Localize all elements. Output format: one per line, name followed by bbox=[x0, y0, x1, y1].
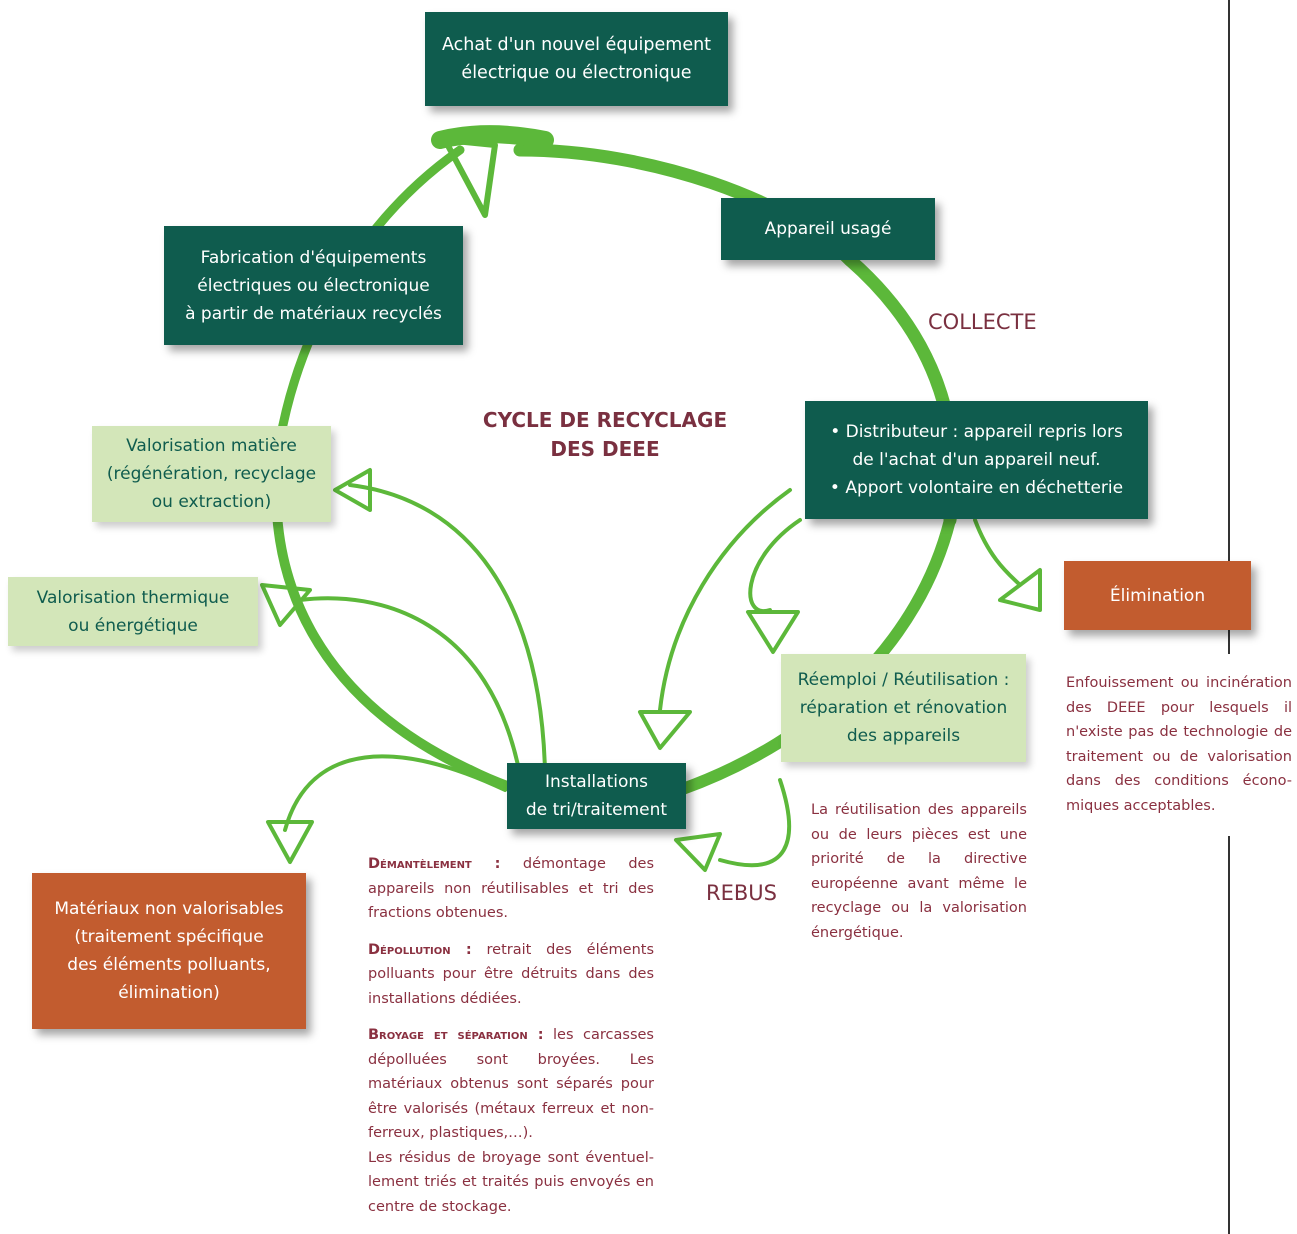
broyage-paragraph: Broyage et séparation : les carcasses dé… bbox=[368, 1027, 654, 1141]
arrowhead-valo-thermique bbox=[260, 583, 312, 627]
arrow-top-brush bbox=[431, 125, 554, 149]
depollution-paragraph: Dépollution : retrait des éléments pollu… bbox=[368, 941, 654, 1007]
demantelement-paragraph: Démantèlement : démontage des appareils … bbox=[368, 856, 654, 921]
arrow-to-elimination bbox=[973, 518, 1022, 587]
box-valorisation-matiere: Valorisation matière(régénération, recyc… bbox=[92, 426, 331, 522]
arrowhead-valo-matiere bbox=[333, 468, 372, 512]
arrow-to-valo-thermique bbox=[298, 596, 522, 777]
arrowhead-elimination bbox=[998, 568, 1042, 612]
right-rule-top bbox=[1228, 0, 1230, 654]
arrowhead-materiaux bbox=[266, 820, 314, 864]
arrow-to-valo-matiere bbox=[348, 483, 547, 772]
right-rule-bottom bbox=[1228, 836, 1230, 1234]
arrowhead-rebus bbox=[674, 832, 722, 872]
box-reemploi: Réemploi / Réutilisation :réparation et … bbox=[781, 654, 1026, 762]
arrowhead-top bbox=[442, 137, 498, 218]
label-rebus: REBUS bbox=[706, 881, 777, 905]
arrow-to-materiaux bbox=[283, 754, 507, 832]
arrowhead-installations bbox=[638, 710, 692, 750]
residus-paragraph: Les résidus de broyage sont éventuel-lem… bbox=[368, 1149, 654, 1215]
arrow-to-reemploi bbox=[748, 518, 802, 614]
reutilisation-note: La réutilisation des appareils ou de leu… bbox=[811, 802, 1027, 941]
arrowhead-reemploi bbox=[746, 610, 800, 654]
box-elimination: Élimination bbox=[1064, 561, 1251, 630]
enfouissement-note: Enfouissement ou incinération des DEEE p… bbox=[1066, 675, 1292, 814]
label-collecte: COLLECTE bbox=[928, 310, 1037, 334]
box-materiaux: Matériaux non valorisables(traitement sp… bbox=[32, 873, 306, 1029]
arrow-rebus-loop bbox=[718, 778, 792, 868]
arrow-to-installations bbox=[658, 488, 792, 712]
process-description: Démantèlement : démontage des appareils … bbox=[368, 852, 654, 1219]
box-appareil-usage: Appareil usagé bbox=[721, 198, 935, 260]
